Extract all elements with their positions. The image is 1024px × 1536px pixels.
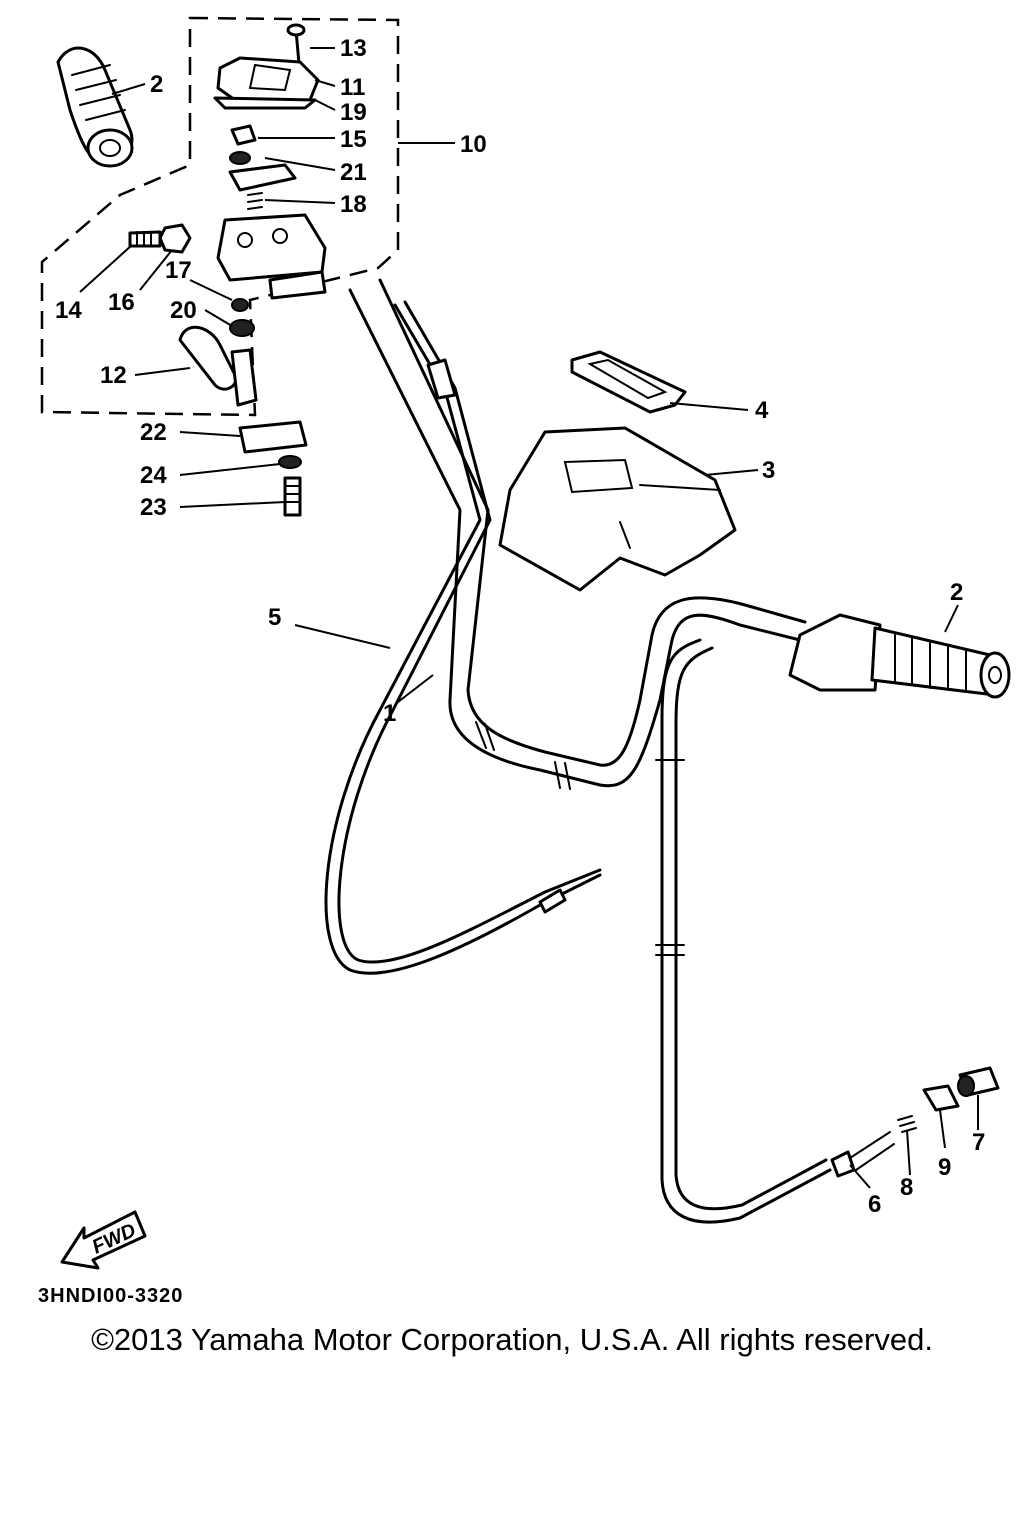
callout-22: 22 xyxy=(140,419,167,446)
callout-10: 10 xyxy=(460,131,487,158)
callout-4: 4 xyxy=(755,397,769,424)
fwd-arrow: FWD xyxy=(60,1210,147,1270)
callout-12: 12 xyxy=(100,362,127,389)
screw-nut-14-16 xyxy=(128,223,192,254)
callout-11: 11 xyxy=(340,74,365,101)
callout-8: 8 xyxy=(900,1174,913,1201)
callout-5: 5 xyxy=(268,604,281,631)
callout-20: 20 xyxy=(170,297,197,324)
callout-labels: 1 2 2 3 4 5 6 7 8 9 10 11 12 13 14 15 16… xyxy=(55,35,985,1218)
callout-14: 14 xyxy=(55,297,82,324)
assembly-outline xyxy=(40,16,400,417)
throttle-cable xyxy=(324,300,602,975)
meter-gasket xyxy=(570,350,687,414)
small-parts-7-8-9 xyxy=(897,1066,1000,1133)
lever-assembly xyxy=(178,298,258,407)
callout-19: 19 xyxy=(340,99,367,126)
callout-13: 13 xyxy=(340,35,367,62)
callout-1: 1 xyxy=(383,700,396,727)
callout-9: 9 xyxy=(938,1154,951,1181)
right-grip xyxy=(788,613,1011,699)
callout-17: 17 xyxy=(165,257,192,284)
switch-housing-parts xyxy=(213,23,327,300)
callout-3: 3 xyxy=(762,457,775,484)
callout-21: 21 xyxy=(340,159,367,186)
clamp-parts xyxy=(238,420,308,517)
callout-6: 6 xyxy=(868,1191,881,1218)
callout-16: 16 xyxy=(108,289,135,316)
callout-7: 7 xyxy=(972,1129,985,1156)
leader-lines xyxy=(79,47,979,1189)
callout-15: 15 xyxy=(340,126,367,153)
handlebar-cover xyxy=(498,426,737,592)
callout-2-right: 2 xyxy=(950,579,963,606)
copyright-notice: ©2013 Yamaha Motor Corporation, U.S.A. A… xyxy=(91,1322,933,1357)
callout-2-left: 2 xyxy=(150,71,163,98)
handlebar xyxy=(348,278,807,790)
callout-24: 24 xyxy=(140,462,167,489)
diagram-code: 3HNDI00-3320 xyxy=(38,1285,184,1307)
left-grip xyxy=(56,46,134,168)
callout-23: 23 xyxy=(140,494,167,521)
brake-cable xyxy=(655,638,895,1224)
callout-18: 18 xyxy=(340,191,367,218)
